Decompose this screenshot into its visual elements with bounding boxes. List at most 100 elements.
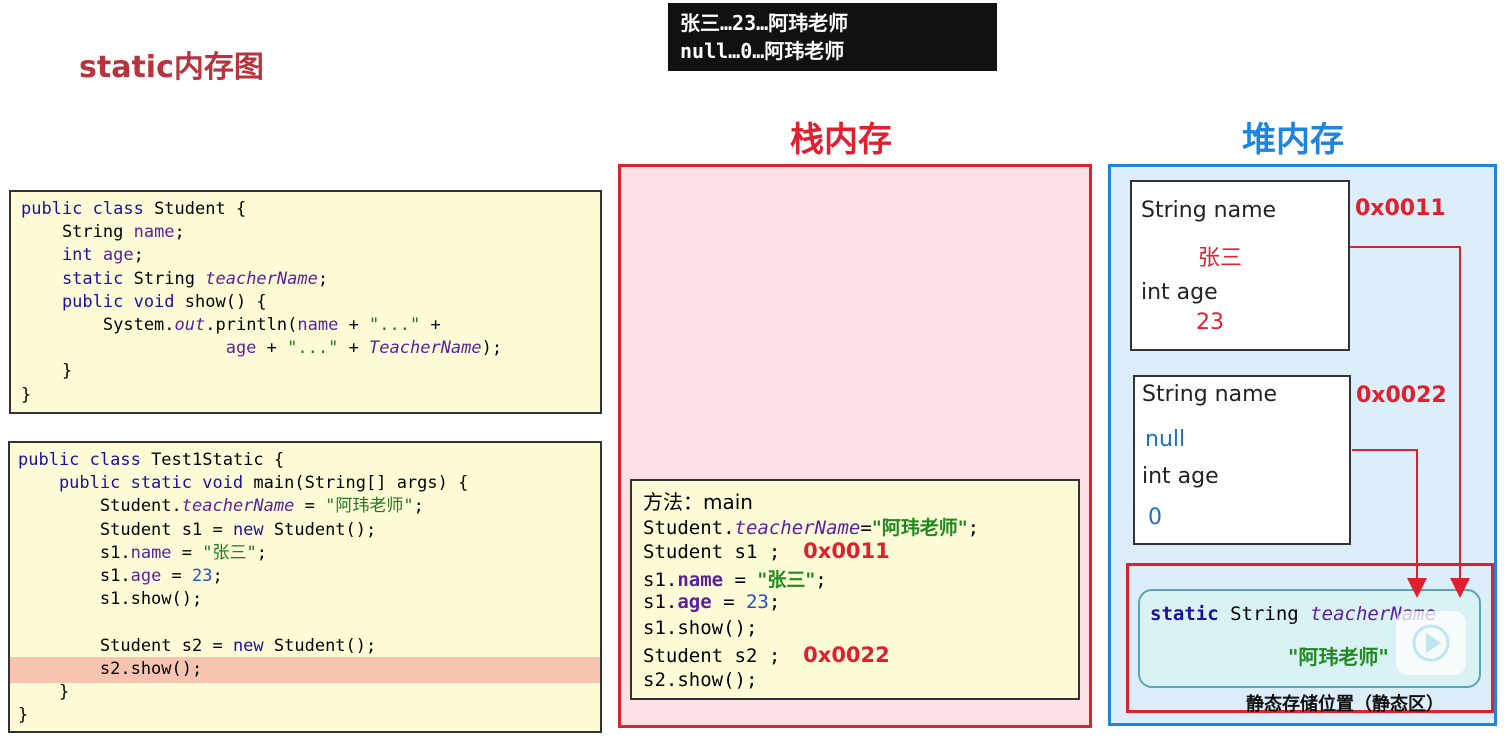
code-line: Student s1 = new Student(); xyxy=(18,519,376,542)
code-token: "..." xyxy=(287,338,339,359)
object-address: 0x0022 xyxy=(1356,383,1447,408)
code-line: s2.show(); xyxy=(18,658,202,681)
frame-line: s1.age = 23; xyxy=(643,591,780,613)
field-age-value: 23 xyxy=(1196,310,1224,335)
code-token: ; xyxy=(174,222,185,243)
stack-title: 栈内存 xyxy=(790,120,892,160)
code-line: } xyxy=(18,681,69,704)
code-token: public class xyxy=(21,199,144,219)
frame-token: name xyxy=(677,569,724,591)
code-line: public class Test1Static { xyxy=(18,449,284,472)
code-token: TeacherName xyxy=(369,338,482,359)
code-line: String name; xyxy=(21,221,185,244)
code-line: Student.teacherName = "阿玮老师"; xyxy=(18,495,424,518)
frame-token: s1. xyxy=(643,591,678,613)
reference-address: 0x0022 xyxy=(803,643,890,667)
code-token: Student { xyxy=(143,199,247,219)
frame-line: Student.teacherName="阿玮老师"; xyxy=(643,513,979,540)
code-token: age xyxy=(130,566,162,586)
heap-object-s2: String name null int age 0 xyxy=(1133,375,1351,545)
code-line: static String teacherName; xyxy=(21,268,328,291)
code-token: show() { xyxy=(174,291,267,312)
frame-token: ; xyxy=(768,591,781,613)
static-storage-area xyxy=(1126,563,1494,713)
frame-token: = xyxy=(711,591,746,613)
code-token: "..." xyxy=(369,315,421,335)
code-token: } xyxy=(18,682,70,702)
code-line: public class Student { xyxy=(21,198,246,221)
static-field-box: static String teacherName "阿玮老师" xyxy=(1138,589,1481,688)
code-token: Student(); xyxy=(263,519,377,540)
frame-line: s2.show(); xyxy=(643,669,757,691)
code-token: new xyxy=(232,519,264,540)
code-token: teacherName xyxy=(181,496,295,517)
play-icon xyxy=(1396,611,1466,675)
code-token: ); xyxy=(481,338,503,359)
code-token: 23 xyxy=(192,566,213,586)
test-class-code: public class Test1Static { public static… xyxy=(8,441,602,733)
frame-token: Student. xyxy=(643,517,735,539)
code-token: } xyxy=(18,705,29,726)
code-token: ; xyxy=(212,566,223,586)
code-line: public static void main(String[] args) { xyxy=(18,472,468,495)
code-token: + xyxy=(338,315,370,335)
frame-token: 23 xyxy=(745,591,769,613)
code-token: Test1Static { xyxy=(140,450,285,470)
heap-object-s1: String name 张三 int age 23 xyxy=(1130,180,1350,351)
code-token: = xyxy=(294,496,326,517)
code-line: s1.age = 23; xyxy=(18,565,223,588)
code-line: age + "..." + TeacherName); xyxy=(21,337,502,360)
code-token: + xyxy=(256,338,288,359)
frame-title: 方法：main xyxy=(643,490,753,514)
field-name-value: 张三 xyxy=(1198,246,1243,271)
code-line: public void show() { xyxy=(21,291,267,314)
code-token: + xyxy=(338,338,370,359)
code-token: ; xyxy=(413,496,424,517)
code-line: } xyxy=(21,360,72,383)
field-age-label: int age xyxy=(1142,464,1219,489)
code-token: Student. xyxy=(18,496,182,517)
frame-token: Student s2 ; xyxy=(643,645,804,667)
frame-token: s1. xyxy=(643,569,678,591)
code-line: s1.show(); xyxy=(18,588,202,611)
frame-token: teacherName xyxy=(734,517,861,539)
code-token xyxy=(21,338,226,358)
code-token: .println( xyxy=(205,315,298,335)
frame-token: ; xyxy=(967,517,980,539)
code-token: "阿玮老师" xyxy=(325,496,414,517)
reference-address: 0x0011 xyxy=(803,539,890,563)
code-token: name xyxy=(130,542,172,563)
page-title: static内存图 xyxy=(79,50,264,85)
code-token: } xyxy=(21,361,73,382)
object-address: 0x0011 xyxy=(1355,196,1446,221)
static-type: String xyxy=(1230,603,1299,625)
code-token: teacherName xyxy=(205,268,318,289)
code-token: String xyxy=(123,268,206,289)
code-token: s1. xyxy=(18,566,131,586)
console-line: null…0…阿玮老师 xyxy=(680,39,845,63)
frame-line: s1.name = "张三"; xyxy=(643,565,827,592)
code-token: ; xyxy=(317,268,329,289)
code-token: public class xyxy=(18,450,141,470)
frame-token: Student s1 ; xyxy=(643,541,804,563)
code-token: = xyxy=(161,566,193,586)
code-token: s1. xyxy=(18,542,131,563)
code-token: s2.show(); xyxy=(18,658,203,679)
field-name-label: String name xyxy=(1142,382,1278,407)
code-token: Student s2 = xyxy=(18,635,233,656)
code-token: "张三" xyxy=(202,542,257,563)
code-token: Student(); xyxy=(263,635,377,656)
static-area-label: 静态存储位置（静态区） xyxy=(1246,694,1444,715)
field-name-label: String name xyxy=(1141,198,1277,223)
code-token: age xyxy=(102,245,134,266)
code-token: main(String[] args) { xyxy=(243,473,469,494)
console-line: 张三…23…阿玮老师 xyxy=(680,11,849,35)
frame-token: age xyxy=(677,591,712,613)
field-age-value: 0 xyxy=(1148,505,1162,530)
code-line: } xyxy=(18,704,28,727)
play-icon-glyph xyxy=(1412,624,1450,662)
field-name-value: null xyxy=(1145,427,1186,452)
current-line-highlight xyxy=(10,657,600,683)
frame-line: s1.show(); xyxy=(643,617,757,639)
code-line: Student s2 = new Student(); xyxy=(18,635,376,658)
